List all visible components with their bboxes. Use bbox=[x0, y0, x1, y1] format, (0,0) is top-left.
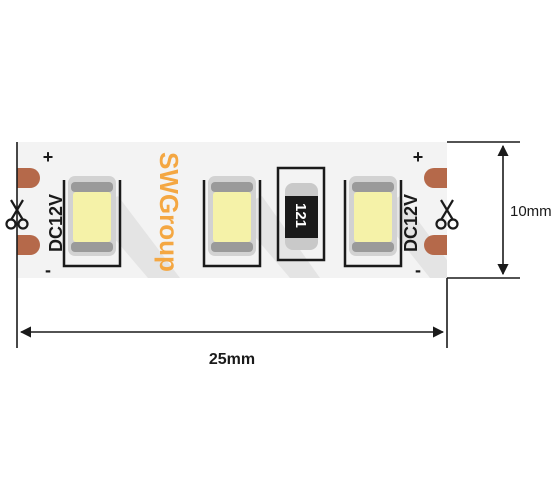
right-scissors-icon bbox=[435, 199, 459, 230]
width-dimension-label: 25mm bbox=[209, 351, 255, 368]
width-dimension bbox=[16, 142, 448, 348]
right-minus-sign: - bbox=[415, 260, 421, 280]
right-plus-sign: + bbox=[413, 147, 424, 167]
left-pads bbox=[17, 168, 40, 255]
height-dimension-label: 10mm bbox=[510, 203, 552, 220]
resistor-code: 121 bbox=[292, 203, 309, 228]
led-1 bbox=[62, 176, 122, 268]
led-3 bbox=[343, 176, 403, 268]
brand-logo: SWGroup bbox=[154, 152, 184, 272]
left-minus-sign: - bbox=[45, 260, 51, 280]
resistor bbox=[276, 166, 326, 262]
left-plus-sign: + bbox=[43, 147, 54, 167]
height-dimension bbox=[447, 141, 520, 279]
left-voltage-label: DC12V bbox=[46, 194, 66, 252]
right-pads bbox=[424, 168, 447, 255]
right-voltage-label: DC12V bbox=[401, 194, 421, 252]
led-2 bbox=[202, 176, 262, 268]
